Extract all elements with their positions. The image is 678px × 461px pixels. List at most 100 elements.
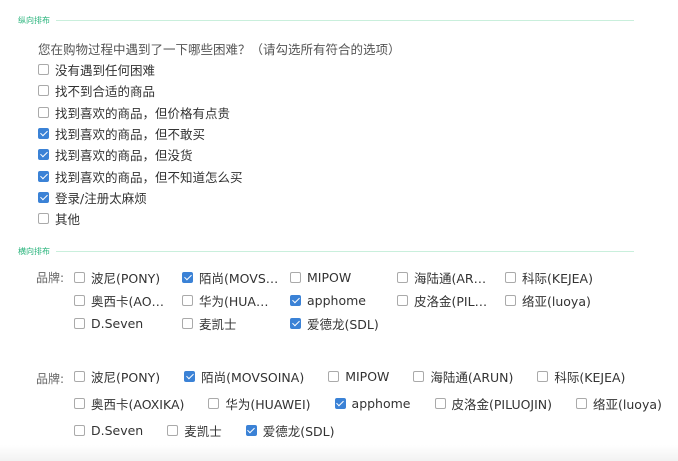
brand-option[interactable]: apphome bbox=[290, 289, 397, 312]
checkbox-unchecked-icon[interactable] bbox=[74, 318, 85, 329]
checkbox-label: 皮洛金(PIL… bbox=[414, 294, 488, 309]
brand-option[interactable]: 华为(HUA… bbox=[182, 289, 290, 312]
brand-option[interactable]: 波尼(PONY) bbox=[74, 266, 182, 289]
checkbox-unchecked-icon[interactable] bbox=[74, 397, 85, 409]
checkbox-unchecked-icon[interactable] bbox=[74, 295, 85, 306]
brand-option[interactable]: D.Seven bbox=[74, 312, 182, 335]
brand-option[interactable]: 波尼(PONY) bbox=[74, 367, 160, 386]
checkbox-checked-icon[interactable] bbox=[182, 272, 193, 283]
brand-option[interactable]: 皮洛金(PILUOJIN) bbox=[434, 394, 553, 413]
checkbox-label: 波尼(PONY) bbox=[91, 369, 161, 385]
brand-row: D.Seven 麦凯士 爱德龙(SDL) bbox=[74, 420, 359, 440]
brand-option[interactable]: D.Seven bbox=[74, 423, 143, 438]
brand-label: 品牌: bbox=[36, 271, 65, 285]
checkbox-unchecked-icon[interactable] bbox=[397, 295, 408, 306]
checkbox-unchecked-icon[interactable] bbox=[328, 370, 340, 382]
checkbox-label: 海陆通(AR… bbox=[414, 271, 487, 286]
checkbox-unchecked-icon[interactable] bbox=[167, 424, 179, 436]
brand-option[interactable]: 络亚(luoya) bbox=[505, 289, 615, 312]
brand-option[interactable]: 麦凯士 bbox=[182, 312, 290, 335]
difficulty-option[interactable]: 找不到合适的商品 bbox=[38, 80, 243, 101]
checkbox-unchecked-icon[interactable] bbox=[74, 370, 85, 382]
checkbox-unchecked-icon[interactable] bbox=[38, 213, 49, 225]
checkbox-unchecked-icon[interactable] bbox=[38, 85, 49, 97]
brand-option[interactable]: 科际(KEJEA) bbox=[537, 367, 625, 386]
bottom-fade bbox=[0, 445, 678, 461]
checkbox-unchecked-icon[interactable] bbox=[505, 272, 516, 283]
brand-option[interactable]: 奥西卡(AO… bbox=[74, 289, 182, 312]
difficulty-option[interactable]: 找到喜欢的商品，但没货 bbox=[38, 144, 243, 165]
checkbox-label: 科际(KEJEA) bbox=[522, 271, 593, 286]
brand-option[interactable]: MIPOW bbox=[328, 369, 389, 384]
checkbox-checked-icon[interactable] bbox=[290, 318, 301, 329]
checkbox-checked-icon[interactable] bbox=[38, 149, 49, 161]
checkbox-checked-icon[interactable] bbox=[184, 370, 196, 382]
question-text: 您在购物过程中遇到了一下哪些困难？（请勾选所有符合的选项） bbox=[38, 42, 401, 57]
divider-line bbox=[56, 250, 634, 252]
checkbox-label: 华为(HUAWEI) bbox=[225, 396, 311, 412]
checkbox-checked-icon[interactable] bbox=[38, 170, 49, 182]
checkbox-unchecked-icon[interactable] bbox=[74, 272, 85, 283]
checkbox-unchecked-icon[interactable] bbox=[413, 370, 425, 382]
brand-option[interactable]: 爱德龙(SDL) bbox=[245, 421, 335, 440]
horizontal-section-divider: 横向排布 bbox=[18, 246, 634, 256]
difficulty-option[interactable]: 没有遇到任何困难 bbox=[38, 59, 243, 80]
difficulty-option[interactable]: 登录/注册太麻烦 bbox=[38, 187, 243, 208]
brand-option[interactable]: 爱德龙(SDL) bbox=[290, 312, 397, 335]
checkbox-unchecked-icon[interactable] bbox=[537, 370, 549, 382]
checkbox-unchecked-icon[interactable] bbox=[182, 295, 193, 306]
checkbox-unchecked-icon[interactable] bbox=[290, 272, 301, 283]
checkbox-checked-icon[interactable] bbox=[38, 191, 49, 203]
checkbox-checked-icon[interactable] bbox=[245, 424, 257, 436]
checkbox-label: 爱德龙(SDL) bbox=[307, 317, 379, 332]
brand-option[interactable]: MIPOW bbox=[290, 266, 397, 289]
checkbox-unchecked-icon[interactable] bbox=[397, 272, 408, 283]
checkbox-label: 科际(KEJEA) bbox=[554, 369, 626, 385]
brand-option[interactable]: apphome bbox=[334, 395, 411, 411]
difficulty-option[interactable]: 找到喜欢的商品，但不敢买 bbox=[38, 123, 243, 144]
checkbox-unchecked-icon[interactable] bbox=[505, 295, 516, 306]
difficulty-option[interactable]: 找到喜欢的商品，但不知道怎么买 bbox=[38, 165, 243, 186]
checkbox-label: 没有遇到任何困难 bbox=[55, 63, 156, 79]
checkbox-label: 找到喜欢的商品，但不敢买 bbox=[55, 127, 206, 143]
checkbox-label: D.Seven bbox=[91, 422, 144, 438]
checkbox-label: 皮洛金(PILUOJIN) bbox=[451, 396, 553, 412]
checkbox-unchecked-icon[interactable] bbox=[576, 397, 588, 409]
checkbox-label: 海陆通(ARUN) bbox=[430, 369, 514, 385]
checkbox-unchecked-icon[interactable] bbox=[208, 397, 220, 409]
brand-row: 波尼(PONY) 陌尚(MOVSOINA) MIPOW 海陆通(ARUN) 科际(KEJ… bbox=[74, 366, 649, 386]
brand-option[interactable]: 华为(HUAWEI) bbox=[208, 394, 311, 413]
checkbox-checked-icon[interactable] bbox=[334, 397, 346, 409]
brand-option[interactable]: 科际(KEJEA) bbox=[505, 266, 615, 289]
checkbox-label: apphome bbox=[307, 293, 366, 308]
brand-option[interactable]: 陌尚(MOVS… bbox=[182, 266, 290, 289]
brand-option[interactable]: 麦凯士 bbox=[167, 421, 222, 440]
checkbox-unchecked-icon[interactable] bbox=[38, 64, 49, 76]
brand-label: 品牌: bbox=[36, 372, 65, 386]
difficulty-option[interactable]: 其他 bbox=[38, 208, 243, 229]
vertical-section-title: 纵向排布 bbox=[18, 15, 50, 25]
divider-line bbox=[56, 19, 634, 21]
checkbox-checked-icon[interactable] bbox=[38, 128, 49, 140]
checkbox-label: 找到喜欢的商品，但不知道怎么买 bbox=[55, 169, 243, 185]
checkbox-label: 络亚(luoya) bbox=[593, 396, 662, 412]
checkbox-label: apphome bbox=[351, 395, 411, 411]
brand-option[interactable]: 陌尚(MOVSOINA) bbox=[184, 367, 304, 386]
brand-option[interactable]: 海陆通(ARUN) bbox=[413, 367, 513, 386]
checkbox-unchecked-icon[interactable] bbox=[74, 424, 85, 436]
difficulty-option[interactable]: 找到喜欢的商品，但价格有点贵 bbox=[38, 102, 243, 123]
brand-option[interactable]: 皮洛金(PIL… bbox=[397, 289, 505, 312]
brand-option[interactable]: 奥西卡(AOXIKA) bbox=[74, 394, 184, 413]
checkbox-unchecked-icon[interactable] bbox=[182, 318, 193, 329]
horizontal-section-title: 横向排布 bbox=[18, 246, 50, 256]
checkbox-checked-icon[interactable] bbox=[290, 295, 301, 306]
checkbox-label: 奥西卡(AO… bbox=[91, 294, 165, 309]
checkbox-unchecked-icon[interactable] bbox=[38, 106, 49, 118]
checkbox-unchecked-icon[interactable] bbox=[434, 397, 446, 409]
checkbox-label: 麦凯士 bbox=[199, 317, 237, 332]
brand-option[interactable]: 海陆通(AR… bbox=[397, 266, 505, 289]
brand-option[interactable]: 络亚(luoya) bbox=[576, 394, 662, 413]
checkbox-label: 华为(HUA… bbox=[199, 294, 269, 309]
brand-row: 奥西卡(AOXIKA) 华为(HUAWEI) apphome 皮洛金(PILUOJIN… bbox=[74, 393, 678, 413]
checkbox-label: 找到喜欢的商品，但价格有点贵 bbox=[55, 105, 231, 121]
